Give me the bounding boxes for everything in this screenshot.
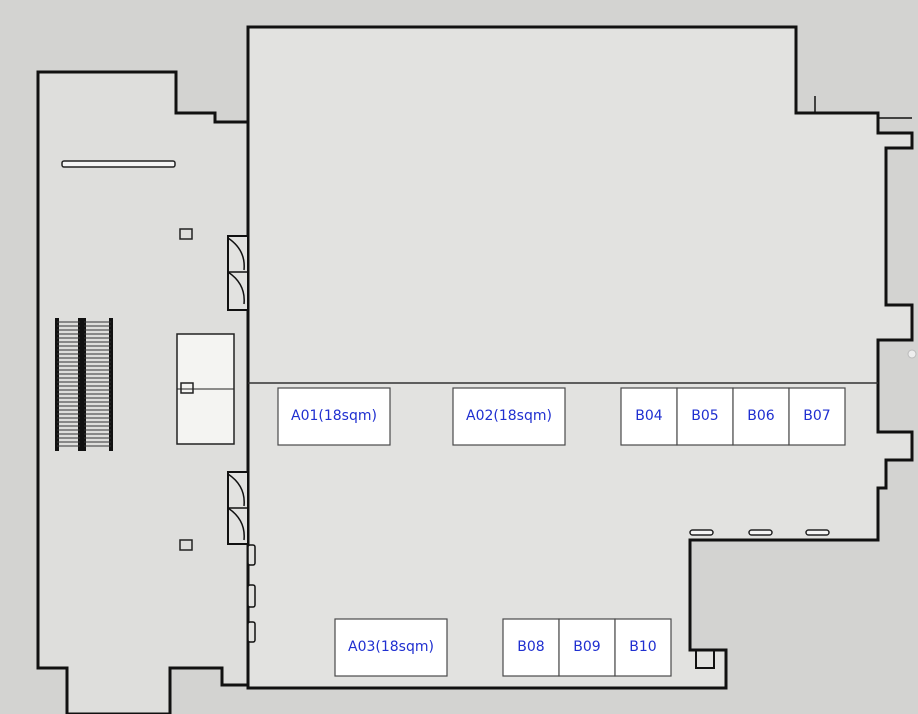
bench-pad: [805, 529, 830, 536]
main-hall: [246, 25, 914, 690]
booth-A03[interactable]: A03(18sqm): [334, 618, 448, 677]
booth-B07[interactable]: B07: [788, 387, 846, 446]
booth-label: B07: [803, 408, 830, 424]
bench-pad: [748, 529, 773, 536]
booth-A01[interactable]: A01(18sqm): [277, 387, 391, 446]
booth-A02[interactable]: A02(18sqm): [452, 387, 566, 446]
booth-label: B08: [517, 639, 544, 655]
booth-label: B04: [635, 408, 663, 424]
booth-B04[interactable]: B04: [620, 387, 678, 446]
booth-label: B09: [573, 639, 600, 655]
edge-marker: [907, 349, 917, 359]
door-lower[interactable]: [227, 471, 249, 545]
door-upper[interactable]: [227, 235, 249, 311]
booth-B05[interactable]: B05: [676, 387, 734, 446]
wall-pillar: [247, 544, 256, 566]
column: [179, 228, 193, 240]
lift-box: [176, 333, 235, 445]
booth-label: B06: [747, 408, 775, 424]
escalator-icon: [55, 318, 113, 451]
bench-pad: [689, 529, 714, 536]
wall-pillar: [247, 584, 256, 608]
booth-label: B10: [629, 639, 656, 655]
booth-label: A01(18sqm): [291, 408, 377, 424]
column: [179, 539, 193, 551]
booth-B10[interactable]: B10: [614, 618, 672, 677]
bench: [61, 160, 176, 168]
wall-pillar: [247, 621, 256, 643]
booth-label: A02(18sqm): [466, 408, 552, 424]
booth-label: A03(18sqm): [348, 639, 434, 655]
booth-B06[interactable]: B06: [732, 387, 790, 446]
booth-B08[interactable]: B08: [502, 618, 560, 677]
booth-B09[interactable]: B09: [558, 618, 616, 677]
booth-label: B05: [691, 408, 718, 424]
left-corridor: [36, 70, 250, 714]
wall-notch-bottom: [695, 650, 715, 669]
